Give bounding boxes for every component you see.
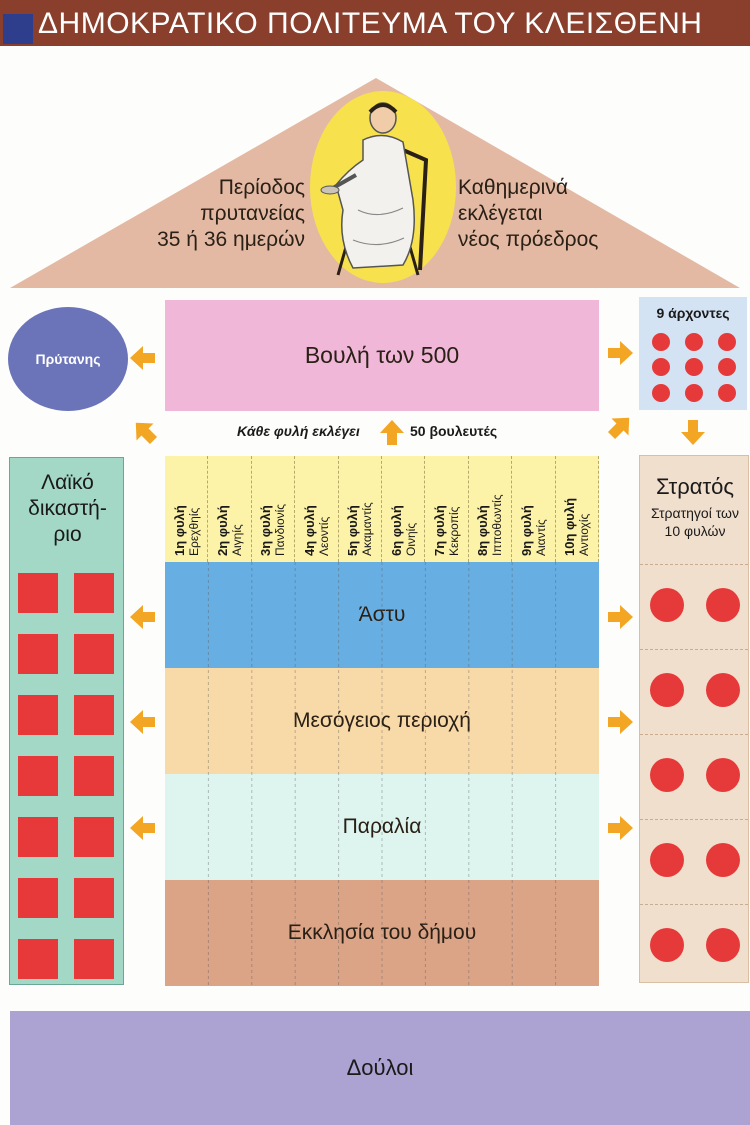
arrow-up-election-icon — [380, 420, 404, 445]
pediment-left-line: πρυτανείας — [200, 202, 305, 225]
title-accent-stripe — [3, 14, 33, 44]
dikastirio-label-line: Λαϊκό — [41, 471, 94, 494]
stratos-subtitle-line: Στρατηγοί των — [651, 505, 739, 521]
archon-dot — [718, 333, 736, 351]
stratos-row-divider — [640, 819, 748, 820]
juror-square — [18, 756, 58, 796]
strategos-circle — [706, 843, 740, 877]
stratos-row-divider — [640, 564, 748, 565]
band-paralia: Παραλία — [165, 774, 599, 880]
arrow-to-archons-icon — [608, 341, 633, 365]
election-caption-right: 50 βουλευτές — [410, 423, 498, 439]
archon-dot — [652, 384, 670, 402]
juror-square — [74, 573, 114, 613]
stratos-row-divider — [640, 649, 748, 650]
archon-dot — [685, 358, 703, 376]
title-bar — [0, 0, 750, 46]
arrow-to-stratos-icon — [608, 816, 633, 840]
arrow-to-stratos-icon — [608, 710, 633, 734]
pediment-left-line: Περίοδος — [218, 176, 305, 199]
strategos-circle — [650, 928, 684, 962]
strategos-circle — [706, 928, 740, 962]
stratos-title: Στρατός — [656, 474, 734, 499]
arrow-to-dikastirio-icon — [130, 816, 155, 840]
boule-box: Βουλή των 500 — [165, 300, 599, 411]
archon-dot — [718, 384, 736, 402]
strategos-circle — [650, 588, 684, 622]
arrow-to-prytanis-icon — [130, 346, 155, 370]
juror-square — [18, 878, 58, 918]
strategos-circle — [650, 673, 684, 707]
douloi-band: Δούλοι — [10, 1011, 750, 1125]
archon-dot — [652, 333, 670, 351]
juror-square — [18, 817, 58, 857]
arrow-diag-right-icon — [607, 417, 630, 440]
juror-square — [18, 939, 58, 979]
pediment-left-text: Περίοδος πρυτανείας 35 ή 36 ημερών — [105, 175, 305, 253]
pediment-right-text: Καθημερινά εκλέγεται νέος πρόεδρος — [458, 175, 668, 253]
strategos-circle — [706, 588, 740, 622]
juror-square — [74, 756, 114, 796]
archons-box: 9 άρχοντες — [639, 297, 747, 410]
archon-dot — [652, 358, 670, 376]
stratos-row-divider — [640, 904, 748, 905]
pediment-left-line: 35 ή 36 ημερών — [157, 228, 305, 251]
strategos-circle — [650, 758, 684, 792]
stratos-subtitle: Στρατηγοί των 10 φυλών — [640, 504, 750, 540]
stratos-row-divider — [640, 734, 748, 735]
election-caption-left: Κάθε φυλή εκλέγει — [237, 423, 360, 439]
arrow-to-dikastirio-icon — [130, 605, 155, 629]
strategos-circle — [706, 758, 740, 792]
arrow-archons-to-stratos-icon — [681, 420, 705, 445]
arrow-diag-left-icon — [135, 422, 158, 445]
band-mesogeios: Μεσόγειος περιοχή — [165, 668, 599, 774]
juror-square — [74, 939, 114, 979]
prytanis-circle: Πρύτανης — [8, 307, 128, 411]
strategos-circle — [706, 673, 740, 707]
dikastirio-label-line: ριο — [53, 523, 82, 546]
juror-square — [74, 878, 114, 918]
juror-square — [18, 695, 58, 735]
dikastirio-label-line: δικαστή- — [28, 497, 107, 520]
juror-square — [74, 817, 114, 857]
strategos-circle — [650, 843, 684, 877]
juror-square — [18, 634, 58, 674]
juror-square — [74, 634, 114, 674]
arrow-to-stratos-icon — [608, 605, 633, 629]
stratos-subtitle-line: 10 φυλών — [664, 523, 726, 539]
archon-dot — [685, 384, 703, 402]
juror-square — [74, 695, 114, 735]
seated-figure-icon — [310, 91, 456, 283]
page-title: ΔΗΜΟΚΡΑΤΙΚΟ ΠΟΛΙΤΕΥΜΑ ΤΟΥ ΚΛΕΙΣΘΕΝΗ — [38, 7, 703, 40]
juror-square — [18, 573, 58, 613]
stratos-column: Στρατός Στρατηγοί των 10 φυλών — [639, 455, 749, 983]
arrow-to-dikastirio-icon — [130, 710, 155, 734]
archons-label: 9 άρχοντες — [656, 305, 730, 321]
dikastirio-column: Λαϊκό δικαστή- ριο — [9, 457, 124, 985]
band-astu: Άστυ — [165, 562, 599, 668]
archon-dot — [685, 333, 703, 351]
pediment-right-line: Καθημερινά — [458, 176, 568, 199]
pediment-right-line: νέος πρόεδρος — [458, 228, 599, 251]
dikastirio-label: Λαϊκό δικαστή- ριο — [10, 470, 125, 548]
pediment-right-line: εκλέγεται — [458, 202, 543, 225]
archon-dot — [718, 358, 736, 376]
band-ekklisia: Εκκλησία του δήμου — [165, 880, 599, 986]
